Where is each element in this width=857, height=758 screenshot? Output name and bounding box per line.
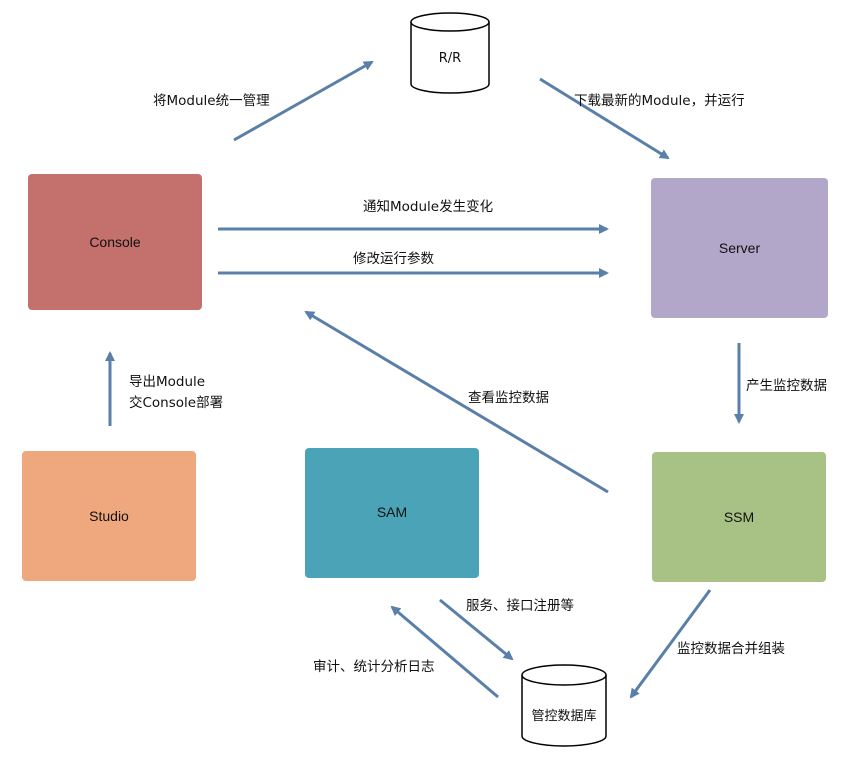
label-console-to-rr: 将Module统一管理 [153, 93, 270, 109]
label-sam-to-db: 服务、接口注册等 [466, 598, 574, 614]
arrow-db-to-sam [390, 605, 499, 699]
server-node: Server [651, 178, 828, 318]
studio-node: Studio [22, 451, 196, 581]
rr-cylinder [410, 12, 490, 94]
sam-node: SAM [305, 448, 479, 578]
mgmt-db-label: 管控数据库 [531, 709, 597, 724]
console-node: Console [28, 174, 202, 310]
label-studio-to-console-1: 导出Module [129, 374, 206, 390]
arrow-rr-to-server [539, 77, 670, 160]
mgmt-db-cylinder [521, 664, 607, 747]
arrow-sam-to-db [439, 598, 514, 661]
ssm-node: SSM [652, 452, 826, 582]
label-console-to-server-notify: 通知Module发生变化 [363, 199, 494, 215]
studio-label: Studio [89, 508, 129, 524]
server-label: Server [718, 240, 761, 256]
label-studio-to-console-2: 交Console部署 [129, 395, 224, 411]
label-server-to-ssm: 产生监控数据 [746, 378, 827, 394]
arrow-ssm-to-db [629, 589, 712, 699]
console-label: Console [89, 234, 141, 250]
label-db-to-sam: 审计、统计分析日志 [313, 659, 435, 675]
ssm-label: SSM [723, 509, 755, 525]
arrow-console-to-rr [233, 60, 374, 142]
label-ssm-to-console: 查看监控数据 [468, 390, 549, 406]
label-ssm-to-db: 监控数据合并组装 [677, 641, 785, 657]
label-rr-to-server: 下载最新的Module，并运行 [574, 93, 745, 109]
arrow-ssm-to-console [304, 310, 609, 494]
label-console-to-server-params: 修改运行参数 [353, 251, 434, 267]
sam-label: SAM [376, 504, 408, 520]
rr-label: R/R [438, 51, 462, 66]
